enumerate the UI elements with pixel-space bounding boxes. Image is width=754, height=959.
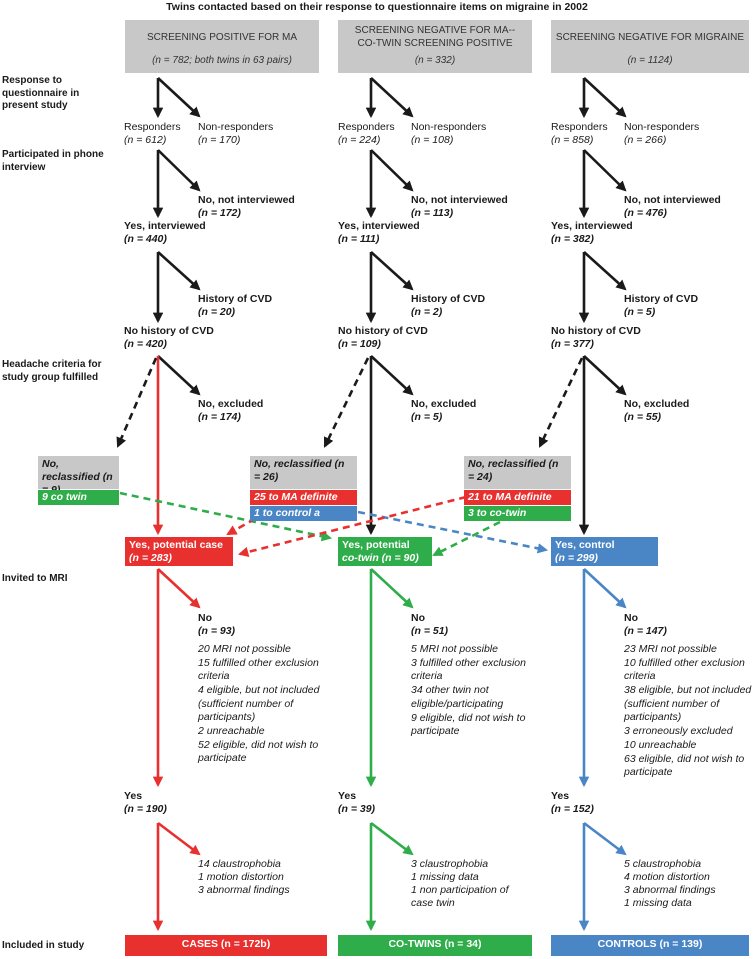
mri-yes-col2: Yes(n = 39) bbox=[338, 790, 376, 816]
header-col3: SCREENING NEGATIVE FOR MIGRAINE (n = 112… bbox=[551, 20, 749, 73]
label-headache: Headache criteria for study group fulfil… bbox=[2, 359, 102, 383]
arrow-excluded-col2 bbox=[370, 355, 414, 396]
interviewed-col3: Yes, interviewed(n = 382) bbox=[551, 220, 633, 246]
arrow-nonresponders-col2 bbox=[370, 77, 414, 118]
reclass-bar-cotwin-col1: 9 co twin bbox=[38, 490, 119, 505]
cvd-col3: History of CVD(n = 5) bbox=[624, 293, 699, 319]
cvd-col2: History of CVD(n = 2) bbox=[411, 293, 486, 319]
interviewed-col2: Yes, interviewed(n = 111) bbox=[338, 220, 420, 246]
no-cvd-col3: No history of CVD(n = 377) bbox=[551, 325, 641, 351]
no-cvd-col1: No history of CVD(n = 420) bbox=[124, 325, 214, 351]
not-interviewed-col3: No, not interviewed(n = 476) bbox=[624, 194, 721, 220]
label-phone: Participated in phone interview bbox=[2, 149, 104, 173]
group-control: Yes, control(n = 299) bbox=[551, 537, 658, 566]
cvd-col1: History of CVD(n = 20) bbox=[198, 293, 273, 319]
reclassified-col3: No, reclassified (n = 24) bbox=[464, 456, 571, 489]
arrow-excluded-col3 bbox=[583, 355, 627, 396]
label-response: Response to questionnaire in present stu… bbox=[2, 75, 80, 111]
responders-col2: Responders(n = 224) bbox=[338, 121, 395, 147]
responders-col3: Responders(n = 858) bbox=[551, 121, 608, 147]
excluded-col3: No, excluded(n = 55) bbox=[624, 398, 690, 424]
arrow-postexcl-col3 bbox=[583, 821, 627, 856]
arrow-notinterviewed-col1 bbox=[157, 149, 201, 192]
not-interviewed-col2: No, not interviewed(n = 113) bbox=[411, 194, 508, 220]
mri-no-col3: No(n = 147) bbox=[624, 612, 667, 638]
arrow-postexcl-col2 bbox=[370, 821, 414, 856]
chart-title: Twins contacted based on their response … bbox=[166, 1, 588, 13]
header-col3-title: SCREENING NEGATIVE FOR MIGRAINE bbox=[555, 32, 745, 43]
arrow-col2-to-control bbox=[357, 510, 549, 554]
header-col2-title2: CO-TWIN SCREENING POSITIVE bbox=[357, 38, 513, 49]
header-col3-n: (n = 1124) bbox=[627, 55, 673, 66]
arrow-cvd-col3 bbox=[583, 251, 627, 291]
arrow-reclass-col1 bbox=[116, 357, 158, 448]
final-controls: CONTROLS (n = 139) bbox=[551, 935, 749, 956]
final-cases: CASES (n = 172b) bbox=[125, 935, 327, 956]
non-responders-col2: Non-responders(n = 108) bbox=[411, 121, 487, 147]
non-responders-col3: Non-responders(n = 266) bbox=[624, 121, 700, 147]
mri-yes-col1: Yes(n = 190) bbox=[124, 790, 167, 816]
arrow-cvd-col1 bbox=[157, 251, 201, 291]
arrow-mrino-col3 bbox=[583, 568, 627, 609]
not-interviewed-col1: No, not interviewed(n = 172) bbox=[198, 194, 295, 220]
reclassified-col1: No, reclassified (n = 9) bbox=[38, 456, 119, 496]
mri-no-col1: No(n = 93) bbox=[198, 612, 236, 638]
label-included: Included in study bbox=[2, 940, 85, 951]
header-col1: SCREENING POSITIVE FOR MA (n = 782; both… bbox=[125, 20, 319, 73]
reclass-bar-control-col2: 1 to control a bbox=[250, 506, 357, 521]
arrow-mrino-col1 bbox=[157, 568, 201, 609]
arrow-reclass-col3 bbox=[538, 357, 584, 448]
header-col1-n: (n = 782; both twins in 63 pairs) bbox=[152, 55, 292, 66]
responders-col1: Responders(n = 612) bbox=[124, 121, 181, 147]
no-cvd-col2: No history of CVD(n = 109) bbox=[338, 325, 428, 351]
label-mri: Invited to MRI bbox=[2, 573, 68, 584]
non-responders-col1: Non-responders(n = 170) bbox=[198, 121, 274, 147]
reclass-bar-cotwin-col3: 3 to co-twin bbox=[464, 506, 571, 521]
mri-yes-col3: Yes(n = 152) bbox=[551, 790, 594, 816]
arrow-col3-to-case bbox=[237, 495, 467, 558]
reclassified-col2: No, reclassified (n = 26) bbox=[250, 456, 357, 489]
header-col2: SCREENING NEGATIVE FOR MA-- CO-TWIN SCRE… bbox=[338, 20, 532, 73]
header-col2-n: (n = 332) bbox=[414, 55, 456, 66]
arrow-mrino-col2 bbox=[370, 568, 414, 609]
excluded-col2: No, excluded(n = 5) bbox=[411, 398, 477, 424]
arrow-excluded-col1 bbox=[157, 355, 201, 396]
arrow-col3-to-cotwin bbox=[432, 520, 501, 557]
arrow-reclass-col2 bbox=[323, 357, 370, 448]
final-cotwins: CO-TWINS (n = 34) bbox=[338, 935, 532, 956]
arrow-notinterviewed-col2 bbox=[370, 149, 414, 192]
arrow-nonresponders-col1 bbox=[157, 77, 201, 118]
group-potential-case: Yes, potential case(n = 283) bbox=[125, 537, 233, 566]
interviewed-col1: Yes, interviewed(n = 440) bbox=[124, 220, 206, 246]
arrow-cvd-col2 bbox=[370, 251, 414, 291]
arrow-nonresponders-col3 bbox=[583, 77, 627, 118]
reclass-bar-ma-col2: 25 to MA definite bbox=[250, 490, 357, 505]
excluded-col1: No, excluded(n = 174) bbox=[198, 398, 264, 424]
reclass-bar-ma-col3: 21 to MA definite bbox=[464, 490, 571, 505]
arrow-postexcl-col1 bbox=[157, 821, 201, 856]
header-col2-title1: SCREENING NEGATIVE FOR MA-- bbox=[354, 25, 516, 36]
arrow-notinterviewed-col3 bbox=[583, 149, 627, 192]
header-col1-title: SCREENING POSITIVE FOR MA bbox=[146, 32, 298, 43]
mri-no-col2: No(n = 51) bbox=[411, 612, 449, 638]
